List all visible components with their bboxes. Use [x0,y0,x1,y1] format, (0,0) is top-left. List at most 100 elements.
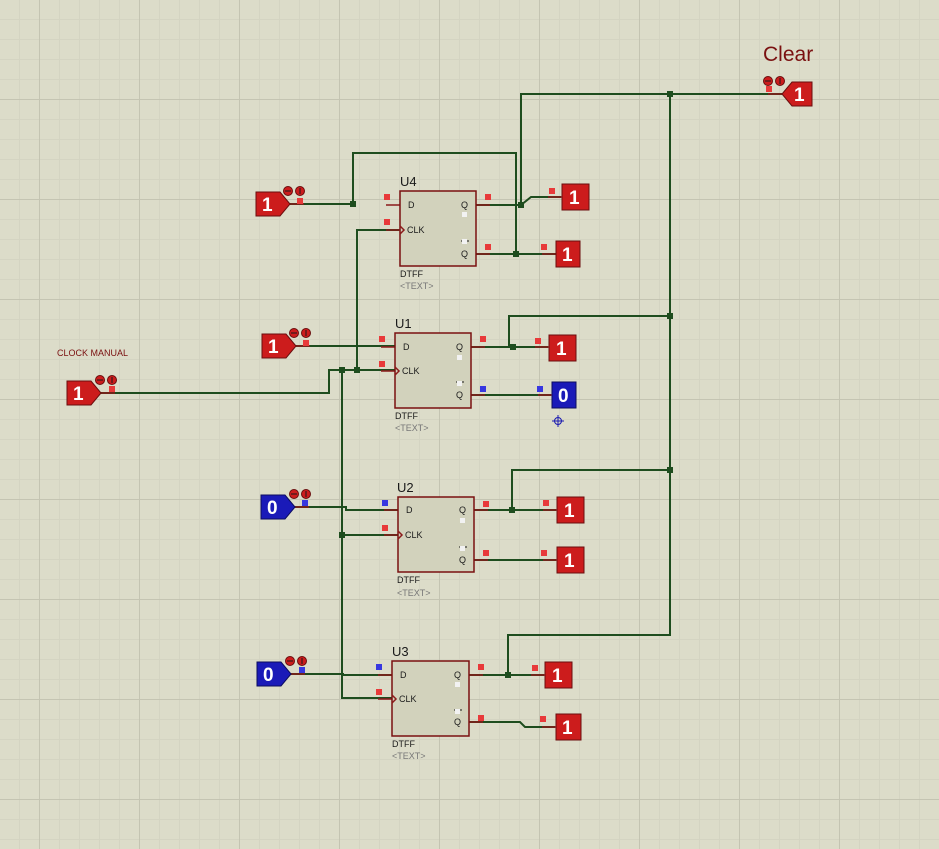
pin-q-label: Q [454,670,461,680]
pin-d-label: D [403,342,410,352]
text-placeholder: <TEXT> [400,281,434,291]
logic-state-indicator [549,188,555,194]
logic-value: 1 [556,339,567,360]
ref-label: U2 [397,480,414,495]
logic-state-input-clear[interactable]: 1 [763,76,813,107]
pin-q-label: Q [461,200,468,210]
pin-q-label: Q [459,505,466,515]
ref-label: U3 [392,644,409,659]
logic-value: 0 [267,498,278,519]
logic-state-indicator [382,500,388,506]
toggle-icon[interactable] [283,186,305,196]
logic-state-indicator [109,386,115,392]
wire-junctions [339,91,673,678]
logic-state-indicator [478,715,484,721]
logic-state-input-u2-d[interactable]: 0 [260,489,311,520]
logic-state-indicator [532,665,538,671]
logic-value: 1 [268,337,279,358]
logic-state-indicator [299,667,305,673]
pin-clk-label: CLK [407,225,425,235]
logic-value: 1 [569,188,580,209]
logic-state-indicator [303,340,309,346]
logic-probe-u1-q: 1 [535,334,577,362]
logic-state-indicator [543,500,549,506]
logic-value: 1 [73,384,84,405]
toggle-icon[interactable] [289,489,311,499]
logic-value: 1 [552,666,563,687]
logic-state-indicator [384,219,390,225]
text-placeholder: <TEXT> [392,751,426,761]
logic-value: 1 [564,551,575,572]
logic-value: 1 [794,85,805,106]
pin-clk-label: CLK [405,530,423,540]
logic-state-indicator [379,336,385,342]
clock-manual-label: CLOCK MANUAL [57,348,128,358]
logic-state-indicator [483,550,489,556]
logic-state-indicator [480,336,486,342]
pin-d-label: D [408,200,415,210]
logic-state-indicator [535,338,541,344]
logic-state-indicator [478,664,484,670]
pin-q-label: Q [456,342,463,352]
pin-qbar-label: Q [456,390,463,400]
logic-value: 1 [562,718,573,739]
logic-probe-u1-qbar: 0 [537,381,577,409]
logic-state-indicator [541,244,547,250]
logic-state-indicator [537,386,543,392]
flipflop-u2[interactable]: U2 D CLK Q Q DTFF <TEXT> [382,480,489,598]
type-label: DTFF [400,269,423,279]
logic-state-indicator [766,86,772,92]
logic-probe-u2-qbar: 1 [541,546,585,574]
flipflop-u3[interactable]: U3 D CLK Q Q DTFF <TEXT> [376,644,484,761]
logic-state-indicator [540,716,546,722]
logic-state-indicator [485,244,491,250]
toggle-icon[interactable] [95,375,117,385]
logic-probe-u3-q: 1 [531,661,573,689]
logic-probe-u2-q: 1 [543,496,585,524]
logic-state-indicator [541,550,547,556]
logic-state-indicator [384,194,390,200]
type-label: DTFF [397,575,420,585]
logic-state-indicator [302,500,308,506]
pin-qbar-label: Q [459,555,466,565]
logic-state-indicator [379,361,385,367]
pin-clk-label: CLK [399,694,417,704]
clear-label: Clear [763,43,813,66]
wire-net [101,93,782,728]
logic-state-input-u4-d[interactable]: 1 [255,186,305,217]
text-placeholder: <TEXT> [395,423,429,433]
logic-value: 1 [562,245,573,266]
pin-d-label: D [406,505,413,515]
toggle-icon[interactable] [289,328,311,338]
crosshair-cursor-icon [552,415,564,427]
logic-state-input-clock[interactable]: 1 [66,375,117,406]
ref-label: U1 [395,316,412,331]
logic-value: 1 [262,195,273,216]
logic-probe-u4-q: 1 [548,183,590,211]
logic-state-indicator [376,664,382,670]
type-label: DTFF [395,411,418,421]
ref-label: U4 [400,174,417,189]
logic-state-input-u3-d[interactable]: 0 [256,656,307,687]
logic-state-input-u1-d[interactable]: 1 [261,328,311,359]
toggle-icon[interactable] [763,76,785,86]
logic-value: 0 [263,665,274,686]
logic-probe-u4-qbar: 1 [541,240,581,268]
logic-state-indicator [480,386,486,392]
logic-state-indicator [376,689,382,695]
flipflop-u4[interactable]: U4 D CLK Q Q DTFF <TEXT> [384,174,491,291]
toggle-icon[interactable] [285,656,307,666]
pin-qbar-label: Q [461,249,468,259]
pin-clk-label: CLK [402,366,420,376]
pin-qbar-label: Q [454,717,461,727]
logic-state-indicator [382,525,388,531]
pin-d-label: D [400,670,407,680]
logic-state-indicator [297,198,303,204]
type-label: DTFF [392,739,415,749]
flipflop-u1[interactable]: U1 D CLK Q Q DTFF <TEXT> [379,316,486,433]
logic-probe-u3-qbar: 1 [540,713,582,741]
logic-state-indicator [485,194,491,200]
text-placeholder: <TEXT> [397,588,431,598]
logic-state-indicator [483,501,489,507]
